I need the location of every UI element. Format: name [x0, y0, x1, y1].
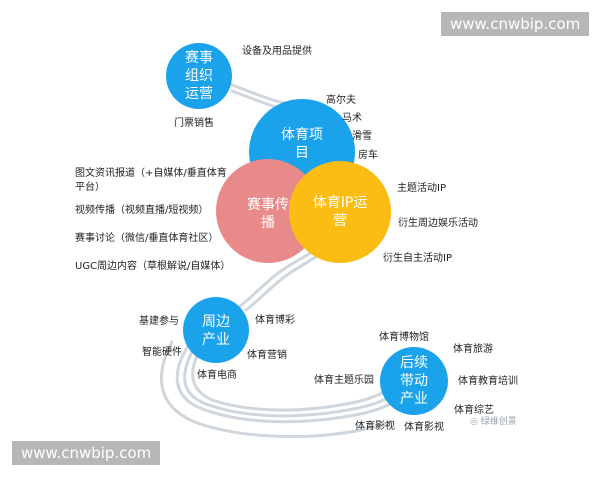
label-smart-hw: 智能硬件	[142, 347, 182, 358]
bubble-event-media	[216, 159, 320, 263]
label-infra: 基建参与	[139, 316, 179, 327]
label-variety: 体育综艺	[454, 405, 494, 416]
label-ugc: UGC周边内容（草根解说/自媒体）	[75, 261, 231, 272]
node-follow-up: 后续 带动 产业	[400, 355, 428, 407]
label-tickets: 门票销售	[174, 118, 214, 129]
watermark-top: www.cnwbip.com	[441, 12, 590, 36]
node-sports-items: 体育项 目	[281, 127, 323, 161]
node-event-ops: 赛事 组织 运营	[185, 50, 213, 102]
label-tourism: 体育旅游	[453, 344, 493, 355]
node-event-media: 赛事传 播	[247, 197, 289, 231]
label-equipment: 设备及用品提供	[242, 46, 312, 57]
bubble-sports-ip	[289, 161, 391, 263]
label-horse: 马术	[342, 113, 362, 124]
label-golf: 高尔夫	[326, 95, 356, 106]
source-mark-text: 绿维创景	[480, 417, 517, 427]
label-museum: 体育博物馆	[379, 332, 429, 343]
label-film-1: 体育影视	[355, 421, 395, 432]
label-video: 视频传播（视频直播/短视频）	[75, 205, 209, 216]
bubble-peripheral	[183, 297, 249, 363]
label-news-2: 平台）	[75, 182, 105, 193]
label-ski: 滑雪	[352, 131, 372, 142]
label-education: 体育教育培训	[458, 376, 518, 387]
label-film-2: 体育影视	[404, 422, 444, 433]
label-discussion: 赛事讨论（微信/垂直体育社区）	[75, 233, 219, 244]
label-lottery: 体育博彩	[255, 315, 295, 326]
label-ecommerce: 体育电商	[197, 370, 237, 381]
label-marketing: 体育营销	[247, 350, 287, 361]
label-racing: 房车	[358, 150, 378, 161]
node-sports-ip: 体育IP运 营	[312, 195, 368, 229]
node-peripheral: 周边 产业	[202, 314, 230, 348]
label-ip-derived: 衍生周边娱乐活动	[398, 218, 478, 229]
source-logo-icon: ◎	[470, 417, 478, 427]
source-mark: ◎ 绿维创景	[470, 414, 517, 427]
label-theme-park: 体育主题乐园	[314, 375, 374, 386]
watermark-bottom: www.cnwbip.com	[12, 441, 161, 465]
label-news-1: 图文资讯报道（+自媒体/垂直体育	[75, 168, 227, 179]
label-ip-self: 衍生自主活动IP	[383, 253, 452, 264]
bubble-event-ops	[166, 43, 232, 109]
label-ip-theme: 主题活动IP	[397, 183, 446, 194]
bubble-follow-up	[380, 347, 448, 415]
